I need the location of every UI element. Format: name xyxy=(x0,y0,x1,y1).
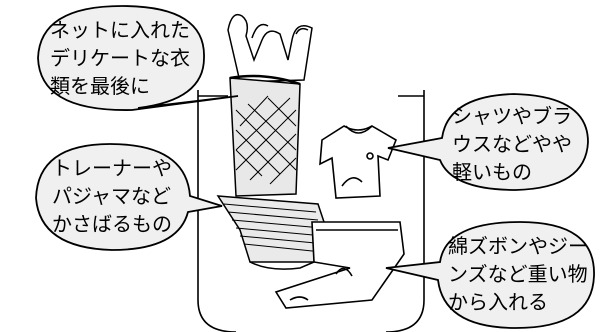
bubble-trainers-line-3: かさばるもの xyxy=(52,212,172,236)
bubble-delicate-line-2: デリケートな衣 xyxy=(50,46,190,70)
bubble-heavy-line-2: ンズなど重い物 xyxy=(448,262,588,286)
bubble-shirts-line-3: 軽いもの xyxy=(452,160,532,184)
bubble-shirts xyxy=(387,93,589,191)
bubble-heavy-text: 綿ズボンやジー ンズなど重い物 から入れる xyxy=(448,232,588,316)
bubble-delicate xyxy=(37,5,239,111)
bubble-delicate-line-3: 類を最後に xyxy=(50,74,150,98)
bubble-heavy xyxy=(385,221,595,329)
bubble-heavy-line-3: から入れる xyxy=(448,290,548,314)
bubble-delicate-text: ネットに入れた デリケートな衣 類を最後に xyxy=(50,16,190,100)
bubble-shirts-line-2: ウスなどやや xyxy=(452,132,572,156)
bubble-shirts-line-1: シャツやブラ xyxy=(452,104,572,128)
bubble-trainers-text: トレーナーや パジャマなど かさばるもの xyxy=(52,154,172,238)
jeans-icon xyxy=(274,221,405,309)
t-shirt-icon xyxy=(319,125,397,199)
bubble-trainers xyxy=(35,143,223,251)
bubble-trainers-line-2: パジャマなど xyxy=(52,184,171,208)
bubble-trainers-line-1: トレーナーや xyxy=(52,156,172,180)
bubble-delicate-line-1: ネットに入れた xyxy=(50,18,190,42)
bubble-shirts-text: シャツやブラ ウスなどやや 軽いもの xyxy=(452,102,572,186)
bubble-heavy-line-1: 綿ズボンやジー xyxy=(448,234,588,258)
net-bag-icon xyxy=(227,13,313,197)
